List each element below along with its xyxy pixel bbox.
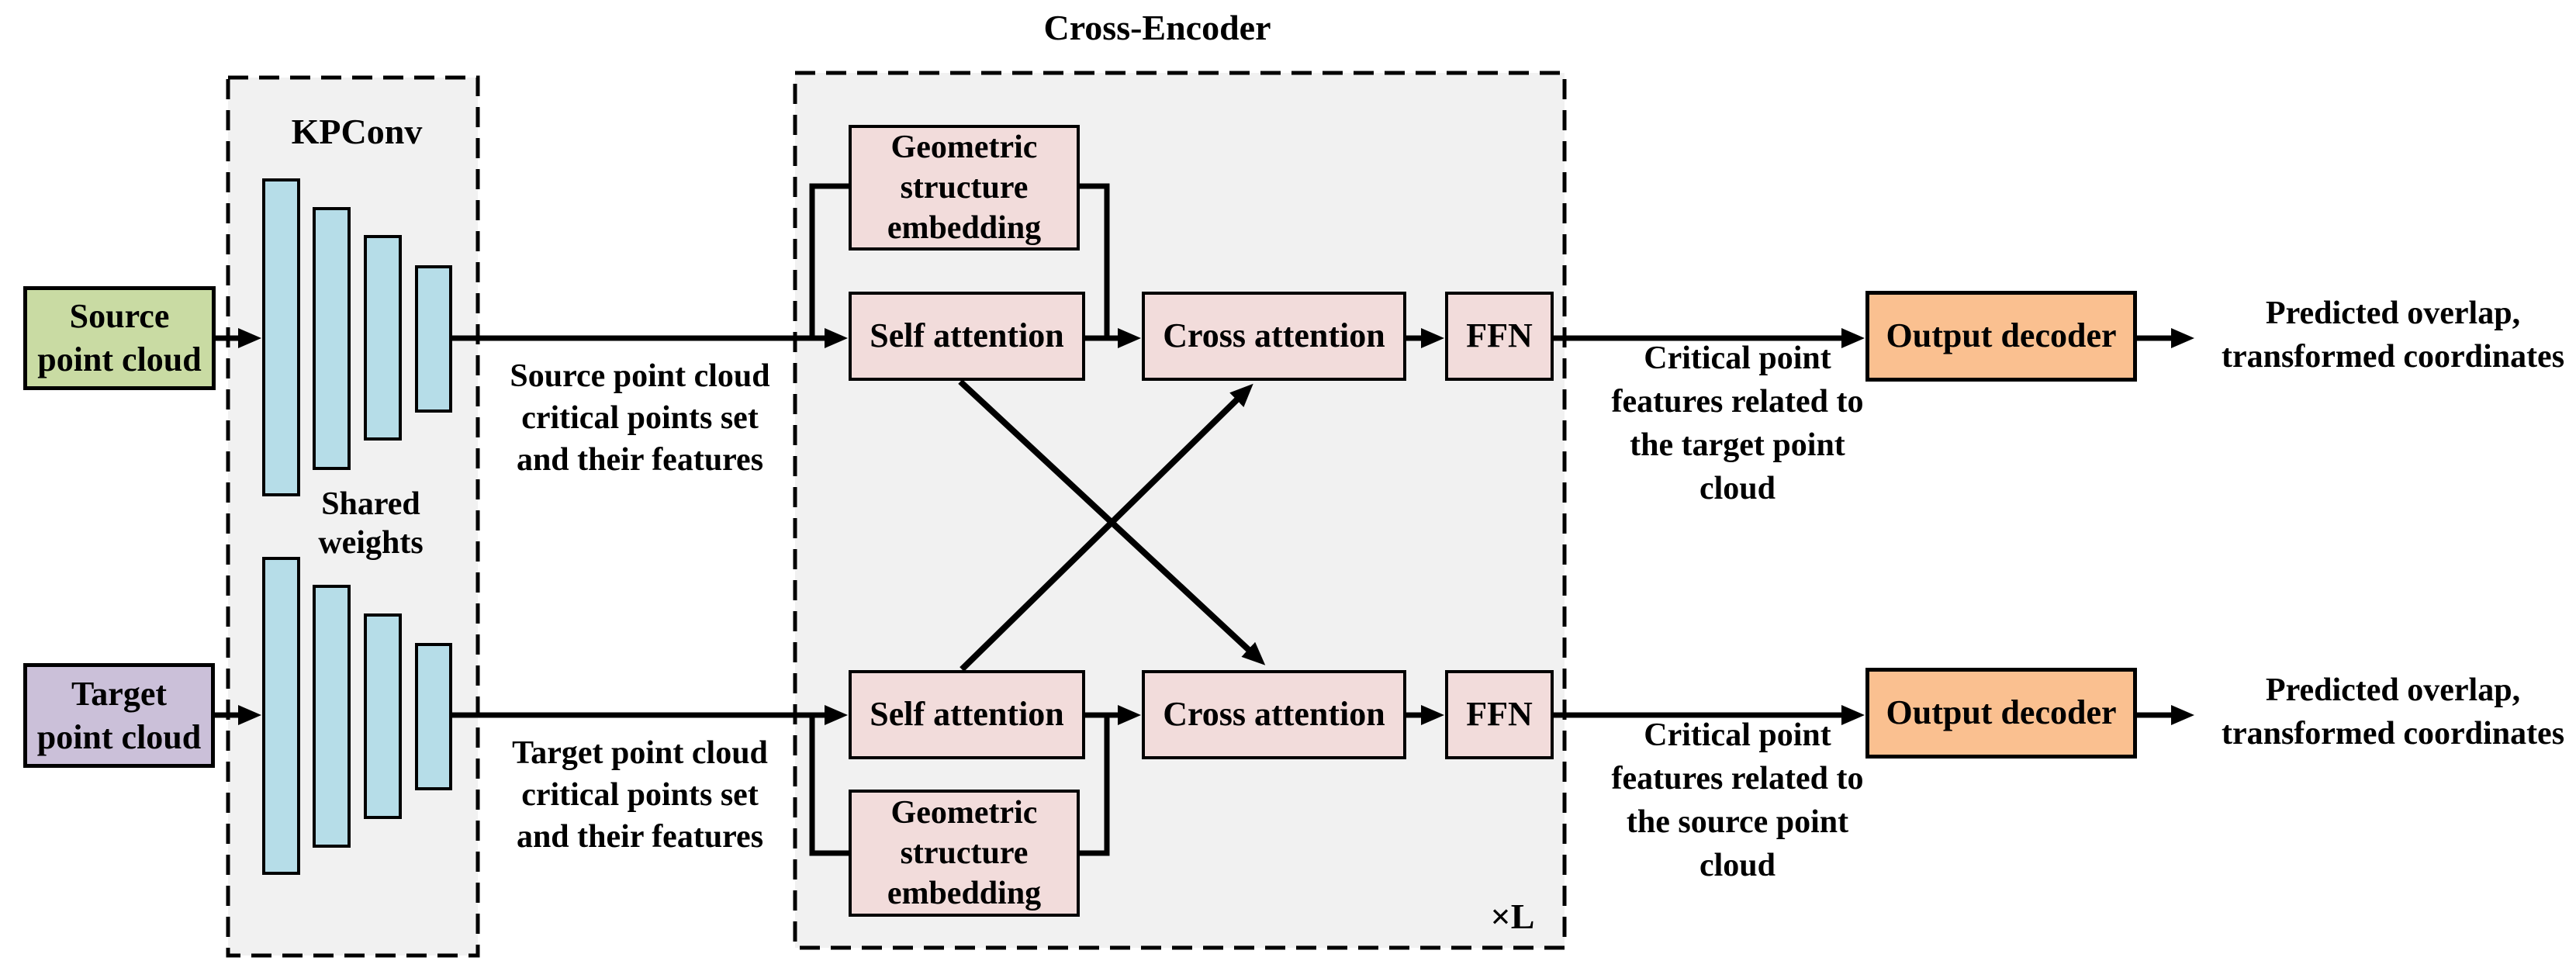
shared-weights-label: Shared weights bbox=[318, 485, 423, 562]
cross-attention-box-bottom: Cross attention bbox=[1142, 670, 1406, 759]
geometric-line1: Geometric bbox=[890, 795, 1038, 831]
shared-weights-line2: weights bbox=[318, 525, 424, 561]
elbow-geometric-in-top bbox=[809, 183, 849, 338]
predicted-output-annotation-top: Predicted overlap, transformed coordinat… bbox=[2222, 292, 2564, 378]
predicted-output-line1: Predicted overlap, bbox=[2265, 295, 2521, 331]
critical-target-annotation: Critical point features related to the t… bbox=[1611, 337, 1863, 510]
source-features-annotation: Source point cloud critical points set a… bbox=[510, 355, 769, 481]
geometric-structure-embedding-box-top: Geometric structure embedding bbox=[849, 125, 1080, 251]
cross-encoder-title: Cross-Encoder bbox=[1043, 8, 1271, 47]
self-attention-box-bottom: Self attention bbox=[849, 670, 1085, 759]
predicted-output-line2: transformed coordinates bbox=[2221, 716, 2565, 752]
target-features-annotation: Target point cloud critical points set a… bbox=[512, 732, 768, 858]
elbow-geometric-in-bottom bbox=[809, 715, 849, 856]
arrow-cross-bottom-to-top bbox=[960, 383, 1253, 672]
source-point-cloud-label-line1: Source bbox=[69, 297, 170, 335]
kpconv-bar-top-1 bbox=[262, 178, 300, 496]
elbow-geometric-out-top bbox=[1080, 183, 1110, 338]
geometric-structure-embedding-box-bottom: Geometric structure embedding bbox=[849, 790, 1080, 917]
source-features-line1: Source point cloud bbox=[510, 358, 770, 394]
repeat-count-label: ×L bbox=[1490, 897, 1535, 936]
geometric-line1: Geometric bbox=[890, 130, 1038, 165]
kpconv-bar-bottom-4 bbox=[415, 643, 452, 790]
kpconv-bar-top-3 bbox=[364, 235, 402, 441]
predicted-output-line2: transformed coordinates bbox=[2221, 339, 2565, 375]
critical-target-line3: the target point bbox=[1630, 427, 1845, 463]
geometric-line2: structure bbox=[900, 170, 1029, 206]
kpconv-bar-bottom-1 bbox=[262, 557, 300, 875]
critical-source-annotation: Critical point features related to the s… bbox=[1611, 714, 1863, 887]
geometric-line2: structure bbox=[900, 835, 1029, 871]
kpconv-title: KPConv bbox=[291, 112, 423, 151]
kpconv-bar-top-2 bbox=[313, 207, 351, 470]
critical-source-line4: cloud bbox=[1699, 848, 1776, 883]
arrow-cross-top-to-bottom bbox=[958, 379, 1266, 665]
predicted-output-annotation-bottom: Predicted overlap, transformed coordinat… bbox=[2222, 669, 2564, 755]
target-point-cloud-label-line2: point cloud bbox=[36, 717, 202, 756]
output-decoder-box-top: Output decoder bbox=[1865, 291, 2137, 382]
self-attention-box-top: Self attention bbox=[849, 292, 1085, 381]
geometric-line3: embedding bbox=[887, 210, 1042, 246]
source-point-cloud-box: Source point cloud bbox=[23, 286, 216, 390]
kpconv-bar-top-4 bbox=[415, 265, 452, 413]
target-features-line3: and their features bbox=[516, 819, 764, 855]
kpconv-bar-bottom-3 bbox=[364, 613, 402, 819]
critical-target-line2: features related to bbox=[1611, 384, 1864, 420]
source-features-line2: critical points set bbox=[521, 400, 759, 436]
output-decoder-box-bottom: Output decoder bbox=[1865, 668, 2137, 759]
source-features-line3: and their features bbox=[516, 442, 764, 478]
critical-source-line2: features related to bbox=[1611, 761, 1864, 797]
shared-weights-line1: Shared bbox=[321, 486, 420, 522]
critical-target-line1: Critical point bbox=[1644, 340, 1831, 376]
target-point-cloud-box: Target point cloud bbox=[23, 663, 215, 768]
target-point-cloud-label-line1: Target bbox=[71, 674, 168, 713]
critical-source-line3: the source point bbox=[1626, 804, 1849, 840]
elbow-geometric-out-bottom bbox=[1080, 715, 1110, 856]
target-features-line1: Target point cloud bbox=[512, 735, 768, 771]
ffn-box-top: FFN bbox=[1445, 292, 1554, 381]
predicted-output-line1: Predicted overlap, bbox=[2265, 672, 2521, 708]
cross-attention-box-top: Cross attention bbox=[1142, 292, 1406, 381]
target-features-line2: critical points set bbox=[521, 777, 759, 813]
critical-source-line1: Critical point bbox=[1644, 717, 1831, 753]
critical-target-line4: cloud bbox=[1699, 471, 1776, 506]
ffn-box-bottom: FFN bbox=[1445, 670, 1554, 759]
kpconv-bar-bottom-2 bbox=[313, 585, 351, 848]
geometric-line3: embedding bbox=[887, 876, 1042, 911]
source-point-cloud-label-line2: point cloud bbox=[37, 340, 202, 378]
